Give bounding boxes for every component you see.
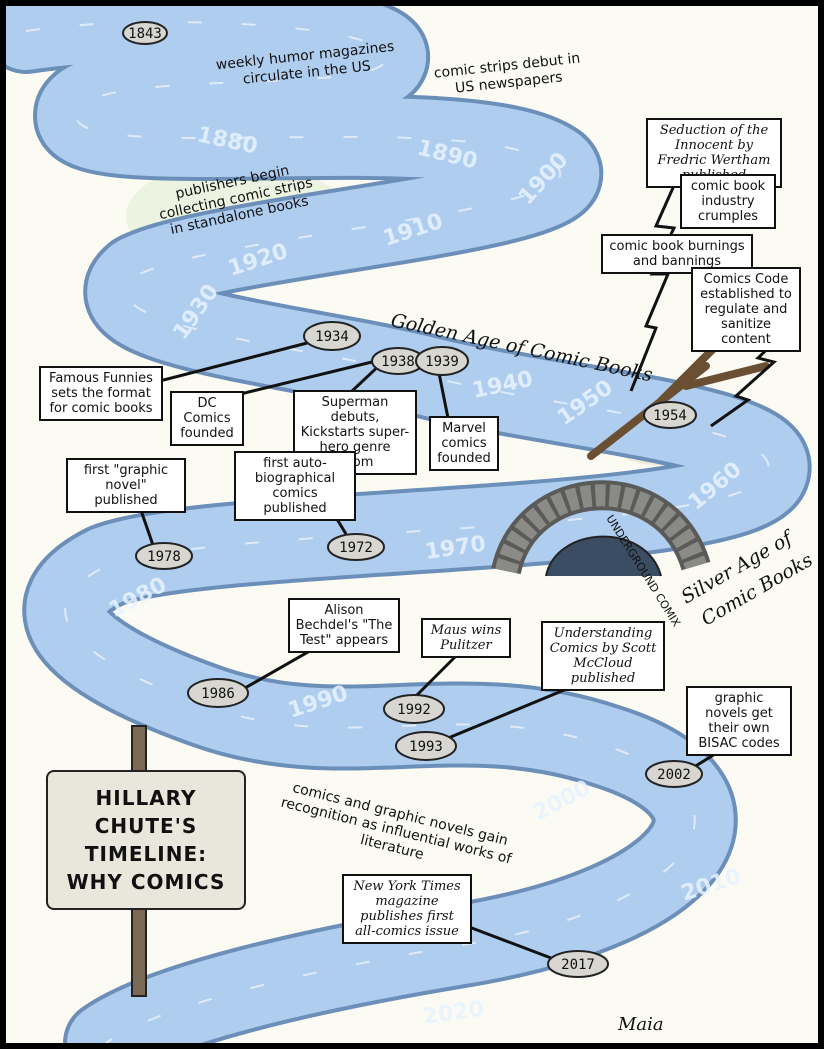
sign-line-3: WHY COMICS [66, 870, 226, 894]
year-1978: 1978 [147, 549, 181, 565]
year-1992: 1992 [397, 702, 431, 718]
label-first-autobiographical: first auto-biographical comics published [234, 451, 356, 521]
label-industry-crumples: comic book industry crumples [680, 174, 776, 229]
sign-line-2: TIMELINE: [84, 842, 208, 866]
sign-line-1: HILLARY CHUTE'S [94, 786, 198, 838]
year-1993: 1993 [409, 739, 443, 755]
label-bechdel: Alison Bechdel's "The Test" appears [288, 598, 400, 653]
lightning-bolt [710, 329, 788, 428]
label-maus: Maus wins Pulitzer [421, 618, 511, 658]
year-1986: 1986 [201, 686, 235, 702]
label-first-graphic-novel: first "graphic novel" published [66, 458, 186, 513]
year-2017: 2017 [561, 957, 595, 973]
year-1843: 1843 [128, 26, 162, 42]
year-1972: 1972 [339, 540, 373, 556]
label-dc-comics: DC Comics founded [170, 391, 244, 446]
label-marvel: Marvel comics founded [429, 416, 499, 471]
year-1938: 1938 [381, 354, 415, 370]
label-understanding-comics: Understanding Comics by Scott McCloud pu… [541, 621, 665, 691]
year-1954: 1954 [653, 408, 687, 424]
lightning-bolt [629, 180, 678, 392]
label-bisac: graphic novels get their own BISAC codes [686, 686, 792, 756]
label-comics-code: Comics Code established to regulate and … [691, 267, 801, 352]
label-nyt: New York Times magazine publishes first … [342, 874, 472, 944]
year-stones [122, 21, 703, 978]
timeline-title-sign: HILLARY CHUTE'S TIMELINE: WHY COMICS [46, 770, 246, 910]
year-2002: 2002 [657, 767, 691, 783]
artist-signature: Maia [618, 1014, 664, 1035]
illustration-frame: 1843 1934 1938 1939 1954 1978 1972 1986 … [6, 6, 818, 1043]
year-1934: 1934 [315, 329, 349, 345]
year-1939: 1939 [425, 354, 459, 370]
label-famous-funnies: Famous Funnies sets the format for comic… [39, 366, 163, 421]
